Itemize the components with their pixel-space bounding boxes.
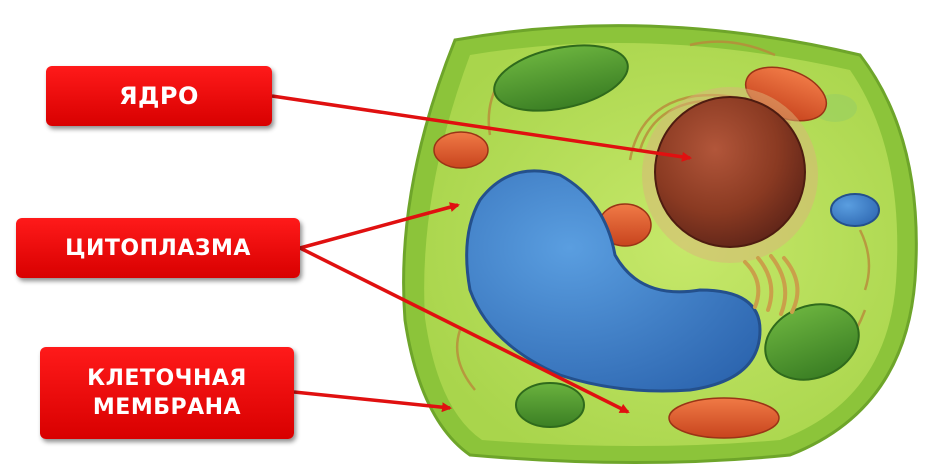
label-membrane-line2: МЕМБРАНА [93,393,241,422]
label-cytoplasm: ЦИТОПЛАЗМА [16,218,300,278]
label-cytoplasm-text: ЦИТОПЛАЗМА [65,236,251,261]
label-nucleus: ЯДРО [46,66,272,126]
vesicle [831,194,879,226]
label-membrane-line1: КЛЕТОЧНАЯ [87,364,247,393]
mitochondrion [434,132,488,168]
nucleus-core [655,97,805,247]
label-cell-membrane: КЛЕТОЧНАЯ МЕМБРАНА [40,347,294,439]
mitochondrion [669,398,779,438]
label-nucleus-text: ЯДРО [119,82,199,110]
chloroplast [516,383,584,427]
